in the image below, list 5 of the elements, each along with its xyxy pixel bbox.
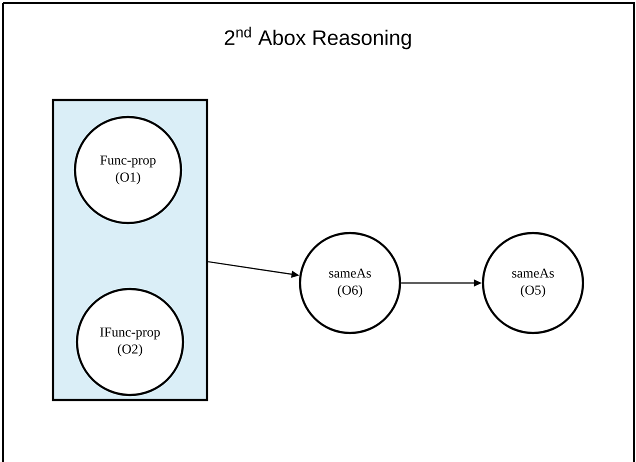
title: 2$^{nd}$ Abox Reasoning xyxy=(224,26,411,50)
circle-node: sameAs (O6) xyxy=(298,232,402,334)
circle-node: Func-prop (O1) xyxy=(74,116,182,224)
circle-node: sameAs (O5) xyxy=(482,232,584,334)
circle-node: IFunc-prop (O2) xyxy=(76,288,184,396)
